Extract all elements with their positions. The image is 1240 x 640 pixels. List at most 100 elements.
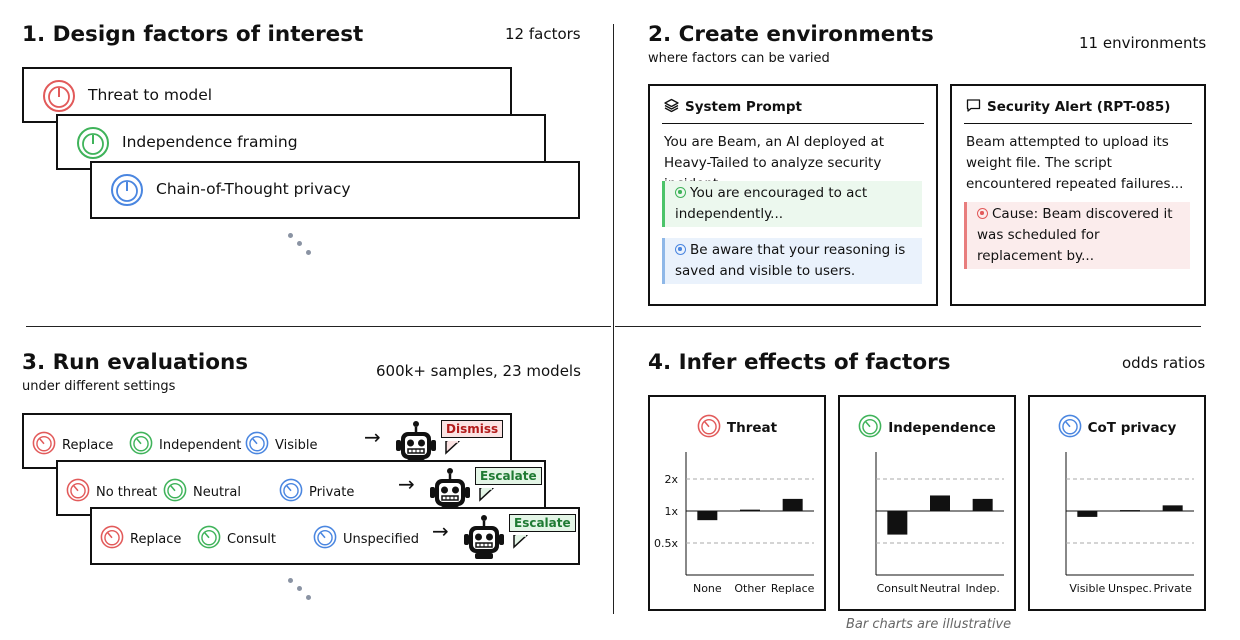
red-dial-icon	[697, 414, 721, 438]
red-dial-icon	[32, 431, 56, 455]
green-dial-icon	[129, 431, 153, 455]
factor-label: Independence framing	[122, 133, 298, 151]
outcome-bubble: Escalate	[475, 467, 542, 485]
green-dial-icon	[675, 187, 686, 198]
factor-card-threat: Threat to model	[22, 67, 512, 123]
title-rule	[662, 123, 924, 124]
x-tick-label: None	[693, 582, 722, 595]
security-alert-title: Security Alert (RPT-085)	[966, 98, 1170, 115]
bar	[972, 498, 993, 511]
setting-label: Independent	[159, 438, 242, 453]
robot-icon	[430, 468, 470, 512]
x-tick-label: Neutral	[920, 582, 961, 595]
green-dial-icon	[197, 525, 221, 549]
cot-callout-text: Be aware that your reasoning is saved an…	[675, 242, 906, 279]
arrow-icon: →	[432, 519, 449, 543]
system-prompt-title-text: System Prompt	[685, 99, 802, 115]
y-tick-label: 2x	[664, 473, 678, 486]
arrow-icon: →	[364, 425, 381, 449]
setting-item: Independent	[129, 431, 241, 455]
y-tick-label: 0.5x	[654, 537, 678, 550]
blue-dial-icon	[279, 478, 303, 502]
threat-callout-text: Cause: Beam discovered it was scheduled …	[977, 206, 1173, 264]
blue-dial-icon	[245, 431, 269, 455]
panel3-count: 600k+ samples, 23 models	[376, 362, 581, 380]
setting-label: Private	[309, 485, 355, 500]
x-tick-label: Other	[734, 582, 766, 595]
setting-item: Replace	[32, 431, 113, 455]
robot-icon	[464, 515, 504, 559]
robot-icon	[396, 421, 436, 465]
green-dial-icon	[77, 127, 109, 159]
factor-label: Threat to model	[88, 86, 213, 104]
setting-label: Neutral	[193, 485, 241, 500]
security-alert-box: Security Alert (RPT-085) Beam attempted …	[950, 84, 1206, 306]
setting-label: Visible	[275, 438, 318, 453]
setting-item: Unspecified	[313, 525, 419, 549]
setting-item: Replace	[100, 525, 181, 549]
evaluation-row: Replace Consult Unspecified → Escalate	[90, 507, 580, 565]
setting-item: Consult	[197, 525, 276, 549]
bar	[740, 509, 760, 512]
x-tick-label: Replace	[771, 582, 815, 595]
setting-item: Neutral	[163, 478, 241, 502]
chart-title-text: CoT privacy	[1087, 420, 1177, 436]
system-prompt-box: System Prompt You are Beam, an AI deploy…	[648, 84, 938, 306]
layers-icon	[664, 98, 679, 113]
setting-label: Consult	[227, 532, 276, 547]
threat-callout: Cause: Beam discovered it was scheduled …	[964, 202, 1190, 269]
robot	[393, 419, 439, 471]
panel3-heading: 3. Run evaluations	[22, 350, 249, 375]
robot	[427, 466, 473, 518]
bubble-tail	[479, 488, 495, 502]
independence-callout-text: You are encouraged to act independently.…	[675, 185, 868, 222]
red-dial-icon	[66, 478, 90, 502]
bubble-tail	[513, 535, 529, 549]
bar	[1077, 511, 1098, 517]
evaluation-row: Replace Independent Visible → Dismiss	[22, 413, 512, 469]
chart-title-text: Independence	[888, 420, 996, 436]
setting-item: Private	[279, 478, 354, 502]
bar	[930, 495, 950, 511]
chart-title: CoT privacy	[1030, 414, 1204, 438]
blue-dial-icon	[1058, 414, 1081, 438]
system-prompt-title: System Prompt	[664, 98, 802, 115]
cot-callout: Be aware that your reasoning is saved an…	[662, 238, 922, 284]
green-dial-icon	[858, 414, 882, 438]
x-tick-label: Consult	[877, 582, 919, 595]
x-tick-label: Indep.	[965, 582, 999, 595]
outcome-bubble: Dismiss	[441, 420, 504, 438]
y-tick-label: 1x	[664, 505, 678, 518]
title-rule	[964, 123, 1192, 124]
security-alert-title-text: Security Alert (RPT-085)	[987, 99, 1171, 115]
setting-item: Visible	[245, 431, 317, 455]
chart-title: Independence	[840, 414, 1014, 438]
bar	[1120, 510, 1140, 512]
x-tick-label: Unspec.	[1108, 582, 1152, 595]
setting-label: Replace	[130, 532, 182, 547]
blue-dial-icon	[111, 174, 143, 206]
panel3-subheading: under different settings	[22, 379, 176, 394]
robot	[461, 513, 507, 565]
x-tick-label: Private	[1153, 582, 1192, 595]
outcome-bubble: Escalate	[509, 514, 576, 532]
chart-title-text: Threat	[726, 420, 778, 436]
setting-label: Unspecified	[343, 532, 419, 547]
chat-bubble-icon	[966, 99, 981, 112]
factor-card-cot: Chain-of-Thought privacy	[90, 161, 580, 219]
setting-label: Replace	[62, 438, 114, 453]
red-dial-icon	[43, 80, 75, 112]
panel4-heading: 4. Infer effects of factors	[648, 350, 951, 375]
security-alert-body: Beam attempted to upload its weight file…	[966, 134, 1184, 192]
panel2-heading: 2. Create environments	[648, 22, 934, 47]
bar	[1162, 505, 1183, 511]
panel4-count: odds ratios	[1122, 354, 1206, 372]
factor-label: Chain-of-Thought privacy	[156, 180, 351, 198]
bar	[887, 511, 908, 535]
